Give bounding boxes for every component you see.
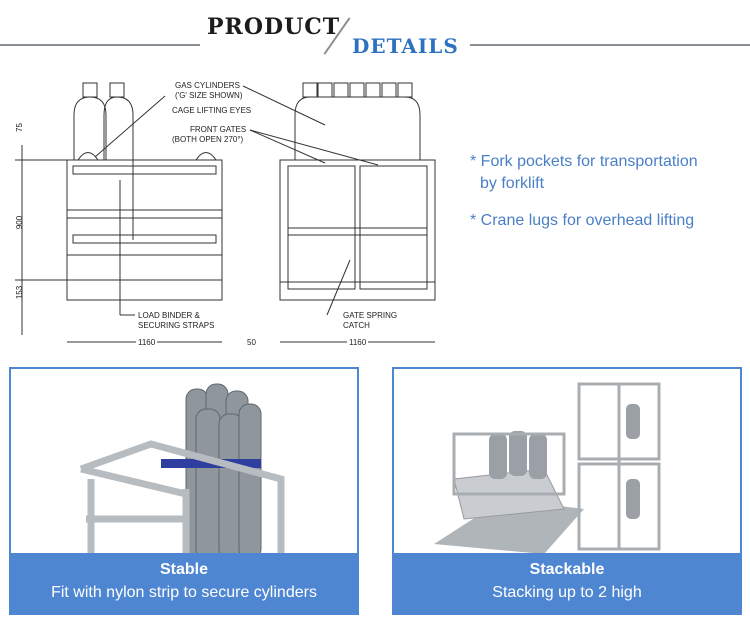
heading-details: DETAILS (352, 34, 459, 58)
label-gates-open: (BOTH OPEN 270°) (172, 135, 244, 144)
stackable-cage-photo (434, 382, 661, 554)
stable-cage-photo (79, 383, 285, 559)
feature-fork-pockets: * Fork pockets for transportation (470, 153, 698, 170)
label-lifting-eyes: CAGE LIFTING EYES (172, 106, 252, 115)
label-front-gates: FRONT GATES (190, 125, 247, 134)
label-straps: SECURING STRAPS (138, 321, 215, 330)
technical-drawing (15, 82, 436, 343)
stable-title: Stable (159, 561, 208, 578)
heading-product: PRODUCT (207, 14, 341, 40)
label-g-size: ('G' SIZE SHOWN) (175, 91, 243, 100)
panel-stackable: Stackable Stacking up to 2 high (392, 367, 742, 615)
stackable-subtitle: Stacking up to 2 high (492, 584, 642, 601)
stable-subtitle: Fit with nylon strip to secure cylinders (51, 584, 317, 601)
stable-caption: Stable Fit with nylon strip to secure cy… (11, 553, 357, 613)
dim-width-right: 1160 (347, 338, 369, 347)
label-gate-spring: GATE SPRING (343, 311, 398, 320)
dim-height: 900 (15, 215, 25, 230)
feature-fork-pockets-cont: by forklift (480, 175, 545, 192)
panel-stable: Stable Fit with nylon strip to secure cy… (9, 367, 359, 615)
dim-gap: 50 (247, 338, 256, 347)
label-gas-cylinders: GAS CYLINDERS (175, 81, 240, 90)
dim-width-left: 1160 (136, 338, 158, 347)
dim-base: 153 (15, 285, 25, 300)
header-rule-right (470, 44, 750, 46)
header-rule-left (0, 44, 200, 46)
label-load-binder: LOAD BINDER & (138, 311, 200, 320)
label-catch: CATCH (343, 321, 370, 330)
stackable-caption: Stackable Stacking up to 2 high (394, 553, 740, 613)
stackable-title: Stackable (529, 561, 605, 578)
dim-top: 75 (14, 123, 24, 132)
feature-crane-lugs: * Crane lugs for overhead lifting (470, 212, 695, 229)
